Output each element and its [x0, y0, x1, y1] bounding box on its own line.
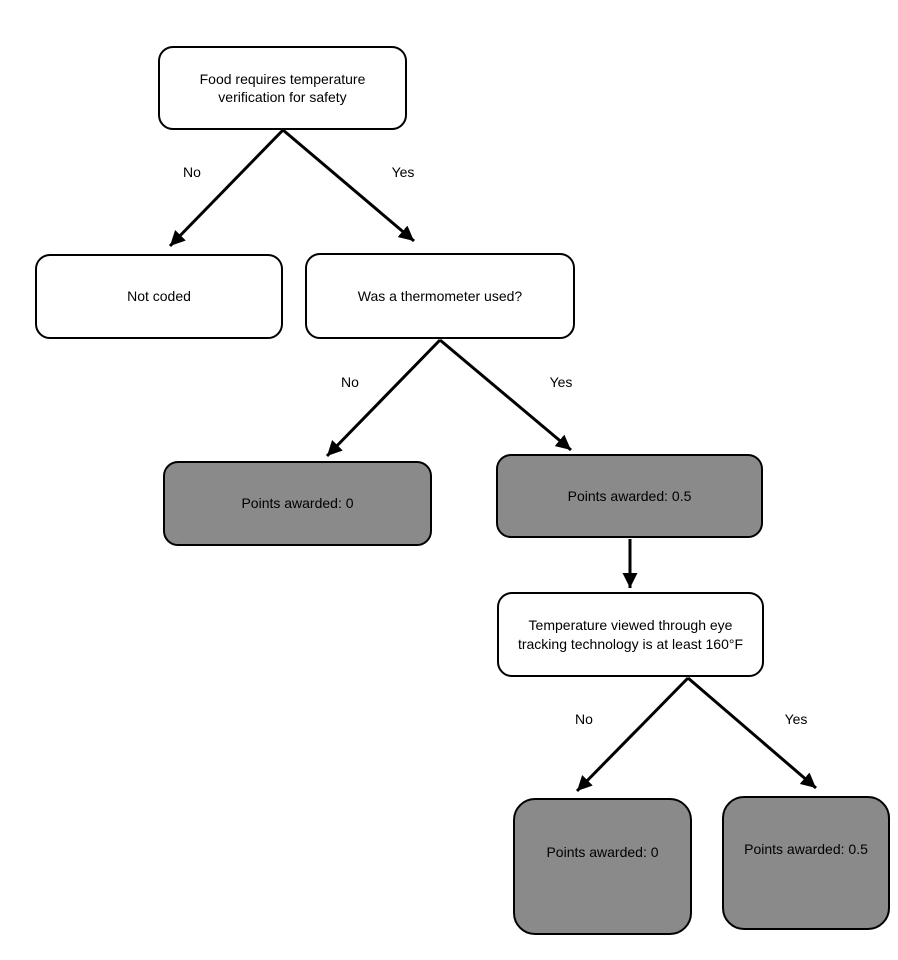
edge-label-thermometer-yes: Yes [549, 374, 573, 390]
node-points-0-mid: Points awarded: 0 [163, 461, 432, 546]
node-points-05-bottom: Points awarded: 0.5 [722, 796, 890, 930]
node-not-coded: Not coded [35, 254, 283, 339]
node-thermometer-decision: Was a thermometer used? [305, 253, 575, 339]
node-not-coded-label: Not coded [127, 288, 191, 305]
node-root-decision: Food requires temperature verification f… [158, 46, 407, 130]
edge-label-eyetracking-no: No [575, 711, 593, 727]
edge-label-root-no: No [183, 164, 201, 180]
node-points-0-mid-label: Points awarded: 0 [241, 495, 354, 512]
edge-label-thermometer-no: No [341, 374, 359, 390]
node-points-05-mid: Points awarded: 0.5 [496, 454, 763, 538]
node-points-0-bottom-label: Points awarded: 0 [546, 844, 659, 861]
edge-root-no-arrow [168, 128, 285, 248]
edge-eyetracking-yes-arrow [687, 676, 817, 790]
node-eye-tracking-label: Temperature viewed through eye tracking … [517, 617, 744, 652]
edge-thermometer-no-arrow [325, 338, 442, 458]
edge-thermometer-yes-arrow [439, 338, 572, 452]
node-thermometer-label: Was a thermometer used? [357, 287, 523, 304]
node-eye-tracking-decision: Temperature viewed through eye tracking … [497, 592, 764, 677]
edge-label-eyetracking-yes: Yes [784, 711, 808, 727]
node-points-05-mid-label: Points awarded: 0.5 [567, 487, 692, 504]
edge-eyetracking-no-arrow [575, 676, 690, 793]
node-points-05-bottom-label: Points awarded: 0.5 [744, 840, 868, 857]
node-root-label: Food requires temperature verification f… [199, 70, 366, 105]
edge-root-yes-arrow [282, 128, 415, 243]
edge-label-root-yes: Yes [391, 164, 415, 180]
node-points-0-bottom: Points awarded: 0 [513, 798, 692, 935]
